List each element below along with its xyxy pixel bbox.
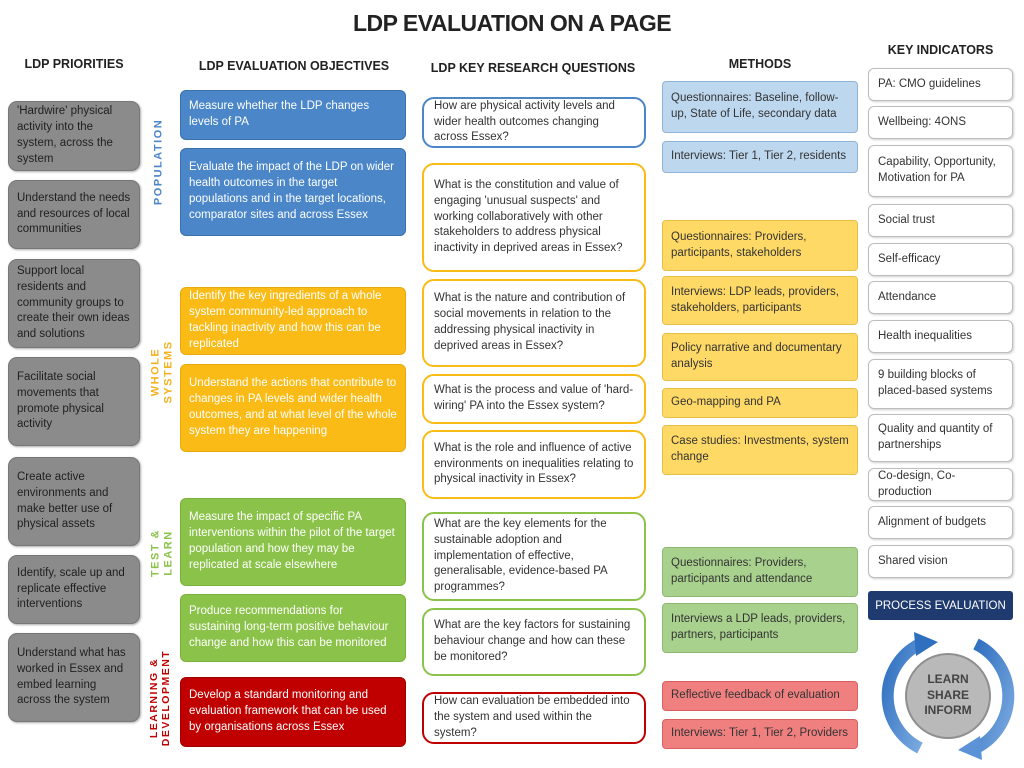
cycle-center: [905, 653, 991, 739]
indicator-box: Attendance: [868, 281, 1013, 314]
objective-box: Understand the actions that contribute t…: [180, 364, 406, 452]
theme-label-test-learn: TEST &LEARN: [149, 528, 174, 578]
priority-text: Create active environments and make bett…: [17, 470, 113, 531]
cycle-arrowhead-top: [914, 632, 938, 656]
theme-label-population: POPULATION: [152, 118, 165, 206]
objective-box: Identify the key ingredients of a whole …: [180, 287, 406, 355]
priority-text: Understand the needs and resources of lo…: [17, 191, 131, 236]
priority-text: Support local residents and community gr…: [17, 264, 130, 341]
research-question-box: What is the constitution and value of en…: [422, 163, 646, 272]
objective-box: Develop a standard monitoring and evalua…: [180, 677, 406, 747]
header-objectives: LDP EVALUATION OBJECTIVES: [198, 59, 390, 73]
method-box: Questionnaires: Providers, participants,…: [662, 220, 858, 271]
cycle-labels: LEARN SHARE INFORM: [880, 672, 1016, 719]
page-title: LDP EVALUATION ON A PAGE: [352, 10, 672, 36]
research-question-box: How are physical activity levels and wid…: [422, 97, 646, 148]
cycle-arrowhead-bottom: [958, 736, 982, 760]
priority-text: Identify, scale up and replicate effecti…: [17, 566, 125, 611]
method-box: Interviews a LDP leads, providers, partn…: [662, 603, 858, 653]
header-questions: LDP KEY RESEARCH QUESTIONS: [430, 61, 636, 75]
method-box: Policy narrative and documentary analysi…: [662, 333, 858, 381]
priority-box: Facilitate social movements that promote…: [8, 357, 140, 446]
method-box: Geo-mapping and PA: [662, 388, 858, 418]
priority-text: Facilitate social movements that promote…: [17, 370, 104, 431]
objective-box: Evaluate the impact of the LDP on wider …: [180, 148, 406, 236]
research-question-box: What is the nature and contribution of s…: [422, 279, 646, 367]
method-box: Interviews: LDP leads, providers, stakeh…: [662, 276, 858, 325]
learn-share-inform-cycle: [881, 632, 1015, 760]
indicator-box: 9 building blocks of placed-based system…: [868, 359, 1013, 409]
cycle-arrow-left: [881, 638, 923, 754]
indicator-box: PA: CMO guidelines: [868, 68, 1013, 101]
research-question-box: What is the role and influence of active…: [422, 430, 646, 499]
method-box: Questionnaires: Baseline, follow-up, Sta…: [662, 81, 858, 133]
priority-box: Understand the needs and resources of lo…: [8, 180, 140, 249]
method-box: Reflective feedback of evaluation: [662, 681, 858, 711]
cycle-label-inform: INFORM: [924, 703, 972, 718]
process-evaluation-banner: PROCESS EVALUATION: [868, 591, 1013, 620]
indicator-box: Alignment of budgets: [868, 506, 1013, 539]
indicator-box: Health inequalities: [868, 320, 1013, 353]
method-box: Interviews: Tier 1, Tier 2, residents: [662, 141, 858, 173]
objective-box: Produce recommendations for sustaining l…: [180, 594, 406, 662]
indicator-box: Capability, Opportunity, Motivation for …: [868, 145, 1013, 197]
priority-box: Create active environments and make bett…: [8, 457, 140, 546]
cycle-arrow-right: [973, 638, 1015, 754]
priority-box: Understand what has worked in Essex and …: [8, 633, 140, 722]
method-box: Case studies: Investments, system change: [662, 425, 858, 475]
method-box: Interviews: Tier 1, Tier 2, Providers: [662, 719, 858, 749]
indicator-box: Self-efficacy: [868, 243, 1013, 276]
research-question-box: What are the key elements for the sustai…: [422, 512, 646, 601]
method-box: Questionnaires: Providers, participants …: [662, 547, 858, 597]
indicator-box: Co-design, Co-production: [868, 468, 1013, 501]
header-indicators: KEY INDICATORS: [887, 43, 994, 57]
indicator-box: Quality and quantity of partnerships: [868, 414, 1013, 462]
research-question-box: How can evaluation be embedded into the …: [422, 692, 646, 744]
theme-label-learning-development: LEARNING &DEVELOPMENT: [147, 649, 172, 747]
header-priorities: LDP PRIORITIES: [24, 57, 124, 71]
objective-box: Measure whether the LDP changes levels o…: [180, 90, 406, 140]
indicator-box: Wellbeing: 4ONS: [868, 106, 1013, 139]
indicator-box: Shared vision: [868, 545, 1013, 578]
research-question-box: What is the process and value of 'hard-w…: [422, 374, 646, 424]
priority-text: 'Hardwire' physical activity into the sy…: [17, 105, 113, 165]
priority-box: Support local residents and community gr…: [8, 259, 140, 348]
priority-box: Identify, scale up and replicate effecti…: [8, 555, 140, 624]
objective-box: Measure the impact of specific PA interv…: [180, 498, 406, 586]
indicator-box: Social trust: [868, 204, 1013, 237]
priority-text: Understand what has worked in Essex and …: [17, 646, 126, 707]
research-question-box: What are the key factors for sustaining …: [422, 608, 646, 676]
header-methods: METHODS: [728, 57, 792, 71]
cycle-label-learn: LEARN: [927, 672, 969, 686]
priority-box: 'Hardwire' physical activity into the sy…: [8, 101, 140, 171]
cycle-label-share: SHARE: [926, 687, 969, 702]
